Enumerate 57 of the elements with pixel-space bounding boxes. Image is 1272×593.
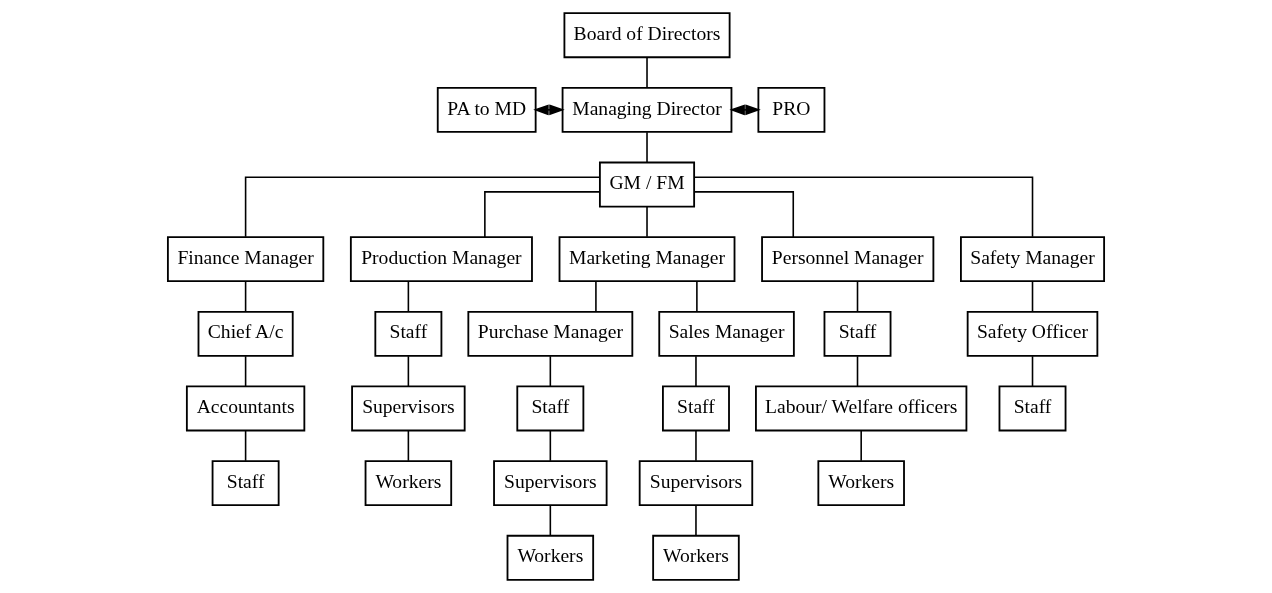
connector	[856, 280, 859, 313]
node-box: Labour/ Welfare officers	[755, 385, 968, 432]
node-box: PA to MD	[436, 86, 537, 133]
node-box: Supervisors	[638, 460, 754, 507]
connector	[407, 280, 410, 313]
node-box: Workers	[364, 460, 453, 507]
connector	[484, 191, 601, 238]
node-box: Staff	[823, 310, 892, 357]
connector	[646, 131, 648, 163]
connector	[244, 430, 247, 462]
node-box: Chief A/c	[197, 310, 294, 357]
node-box: Workers	[652, 534, 740, 581]
node-box: GM / FM	[599, 161, 696, 208]
connector	[549, 504, 552, 537]
connector	[693, 176, 1034, 238]
connector	[695, 355, 697, 387]
connector	[856, 355, 859, 387]
node-box: Staff	[516, 385, 585, 432]
node-box: Supervisors	[351, 385, 466, 432]
connector	[549, 430, 552, 462]
connector	[646, 206, 648, 238]
node-box: Staff	[998, 385, 1067, 432]
node-box: Production Manager	[349, 236, 533, 283]
connector	[595, 280, 597, 313]
connector	[860, 430, 862, 462]
node-box: Sales Manager	[658, 310, 795, 357]
node-box: Staff	[662, 385, 730, 432]
connector	[244, 355, 247, 387]
arrow	[533, 104, 565, 116]
node-box: Workers	[817, 460, 905, 507]
connector	[1031, 355, 1034, 387]
connector	[693, 191, 795, 238]
connector	[549, 355, 552, 387]
connector	[695, 430, 697, 462]
node-box: Staff	[374, 310, 443, 357]
connector	[244, 176, 601, 238]
node-box: Safety Officer	[966, 310, 1099, 357]
connector	[407, 355, 410, 387]
node-box: Supervisors	[493, 460, 608, 507]
connector	[695, 504, 697, 537]
connector	[646, 56, 648, 89]
node-box: Finance Manager	[167, 236, 325, 283]
node-box: Accountants	[185, 385, 306, 432]
node-box: Safety Manager	[960, 236, 1105, 283]
connector	[244, 280, 247, 313]
node-box: Board of Directors	[563, 12, 731, 59]
node-box: Personnel Manager	[761, 236, 935, 283]
node-box: Managing Director	[561, 86, 733, 133]
node-box: Workers	[506, 534, 595, 581]
node-box: Marketing Manager	[558, 236, 736, 283]
connector	[407, 430, 410, 462]
node-box: Purchase Manager	[467, 310, 634, 357]
connector	[696, 280, 698, 313]
connector	[1031, 280, 1034, 313]
node-box: PRO	[757, 86, 826, 133]
arrow	[729, 104, 761, 116]
node-box: Staff	[211, 460, 280, 507]
